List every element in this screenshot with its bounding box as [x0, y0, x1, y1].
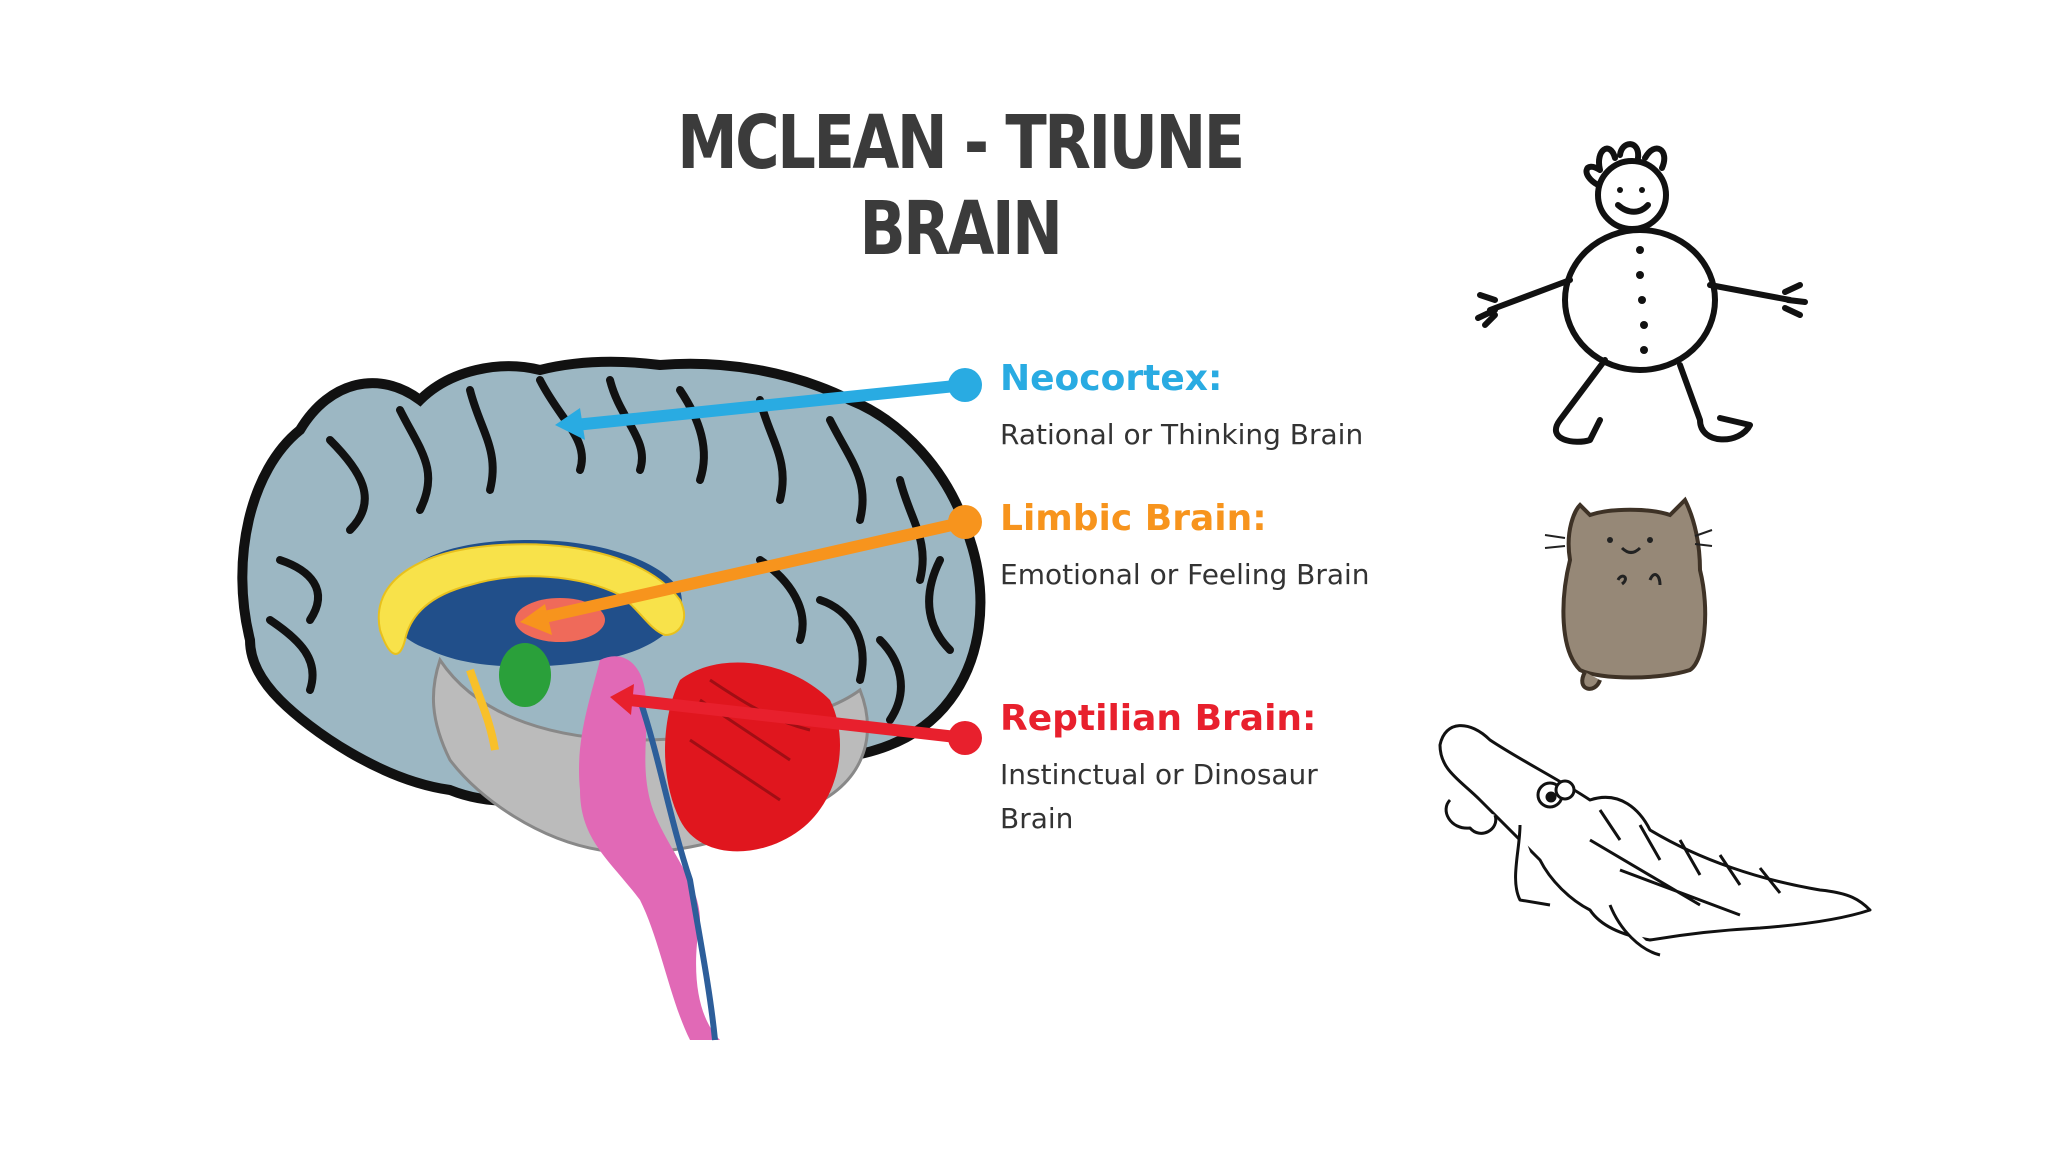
label-limbic: Limbic Brain: Emotional or Feeling Brain	[1000, 498, 1400, 597]
label-neocortex-description: Rational or Thinking Brain	[1000, 418, 1364, 451]
label-reptilian: Reptilian Brain: Instinctual or Dinosaur…	[1000, 698, 1330, 841]
crocodile-icon	[1438, 724, 1872, 957]
cerebellum-shape	[665, 662, 840, 852]
brainstem-line	[637, 699, 718, 1041]
label-reptilian-name: Reptilian Brain:	[1000, 698, 1317, 739]
label-neocortex: Neocortex: Rational or Thinking Brain	[1000, 358, 1400, 457]
pointer-limbic	[520, 505, 982, 635]
brainstem-shape	[579, 656, 720, 1040]
cat-icon	[1544, 496, 1713, 691]
slide-title: MCLEAN - TRIUNE BRAIN	[677, 100, 1245, 272]
label-reptilian-description: Instinctual or Dinosaur Brain	[1000, 758, 1318, 835]
label-limbic-description: Emotional or Feeling Brain	[1000, 558, 1370, 591]
limbic-arc	[377, 543, 685, 655]
label-limbic-name: Limbic Brain:	[1000, 498, 1267, 539]
amygdala-shape	[499, 643, 551, 707]
pointer-neocortex	[555, 368, 982, 440]
limbic-tail	[466, 668, 499, 751]
stick-figure-child-icon	[1475, 141, 1808, 445]
pointer-reptilian	[610, 684, 982, 755]
brain-illustration	[237, 356, 986, 1041]
label-neocortex-name: Neocortex:	[1000, 358, 1223, 399]
